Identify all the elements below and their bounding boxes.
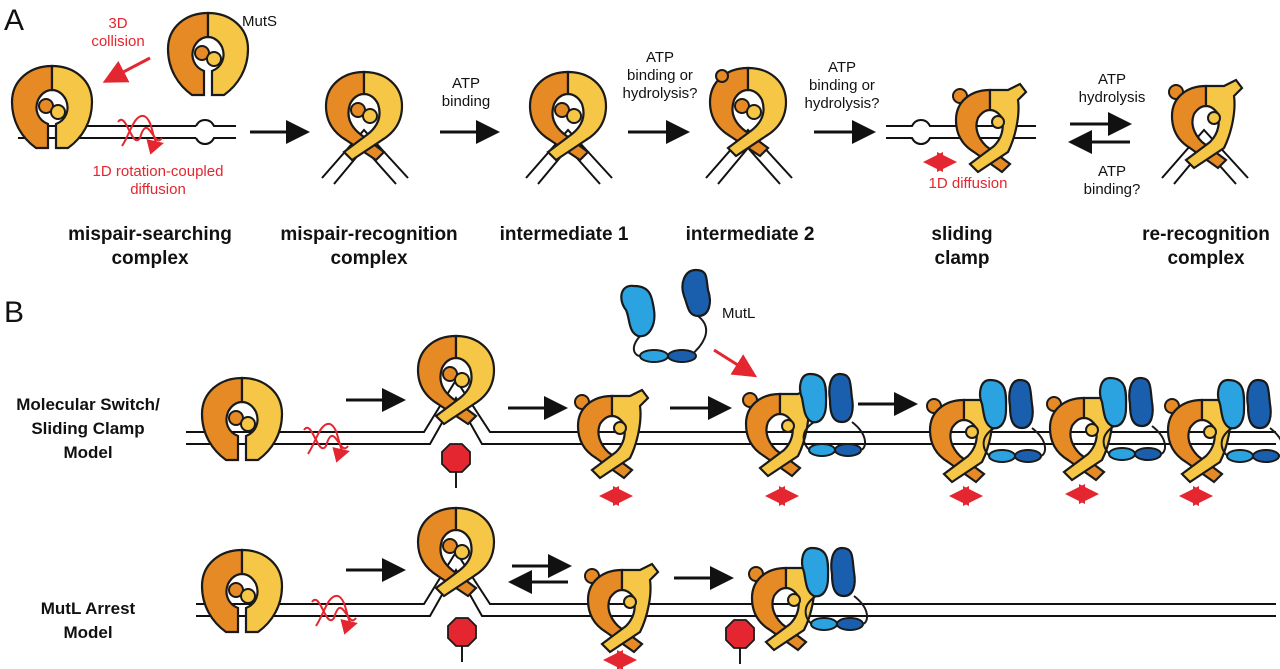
muts-re-recognition (1167, 78, 1244, 170)
stage-1-line1: mispair-searching (68, 224, 232, 245)
muts-label: MutS (242, 13, 277, 30)
mutl-arrow (713, 348, 758, 378)
mispair-stop-row2 (447, 617, 477, 663)
step-2-line2: binding or (809, 77, 875, 94)
mutl-row2-complex (800, 546, 869, 632)
step-1-line2: binding or (627, 67, 693, 84)
panel-letter-b: B (4, 296, 24, 329)
dna-row-2 (196, 550, 1276, 617)
arrest-stop-row2 (725, 619, 755, 665)
stage-6-line1: re-recognition (1142, 224, 1270, 245)
step-1-line3: hydrolysis? (622, 85, 697, 102)
collision-label-line1: 3D (108, 15, 127, 32)
step-3-line2: hydrolysis (1079, 89, 1146, 106)
mutl-free (620, 268, 711, 363)
muts-recognition (324, 70, 404, 162)
muts-row2-search (200, 548, 284, 634)
step-4-line2: binding? (1084, 181, 1141, 198)
rotation-label-line2: diffusion (130, 181, 186, 198)
muts-row1-recognition (416, 334, 496, 426)
step-2-line3: hydrolysis? (804, 95, 879, 112)
muts-searching (10, 64, 94, 150)
model-1-line3: Model (63, 443, 112, 462)
atp-knob (715, 69, 729, 83)
mutl-row1-complex-3 (1098, 376, 1167, 462)
muts-intermediate-1 (528, 70, 608, 162)
step-atp-binding-line1: ATP (452, 75, 480, 92)
helix-row1 (304, 424, 348, 454)
collision-arrow (102, 56, 151, 83)
muts-row2-recognition (416, 506, 496, 598)
rotation-label-line1: 1D rotation-coupled (93, 163, 224, 180)
stage-1-line2: complex (111, 248, 189, 269)
stage-6-line2: complex (1167, 248, 1245, 269)
dna-stage-1 (18, 119, 236, 145)
model-2-line1: MutL Arrest (41, 599, 136, 618)
step-1-line1: ATP (646, 49, 674, 66)
panel-letter-a: A (4, 4, 24, 37)
mutl-label: MutL (722, 305, 755, 322)
stage-5-line2: clamp (935, 248, 990, 269)
mutl-row1-complex-4 (1216, 378, 1280, 464)
model-1-line1: Molecular Switch/ (16, 395, 160, 414)
muts-row1-clamp (573, 388, 650, 480)
model-1-line2: Sliding Clamp (31, 419, 144, 438)
muts-row1-search (200, 376, 284, 462)
stage-5-line1: sliding (931, 224, 992, 245)
rotation-helix (118, 116, 162, 146)
stage-3-line1: intermediate 1 (500, 224, 629, 245)
mutl-row1-complex-2 (978, 378, 1047, 464)
muts-free (166, 11, 250, 97)
step-2-line1: ATP (828, 59, 856, 76)
step-4-line1: ATP (1098, 163, 1126, 180)
collision-label-line2: collision (91, 33, 144, 50)
diffusion-label: 1D diffusion (929, 175, 1008, 192)
mispair-stop-row1 (441, 443, 471, 489)
step-atp-binding-line2: binding (442, 93, 490, 110)
helix-row2 (312, 596, 356, 626)
muts-sliding-clamp (951, 82, 1028, 174)
muts-row2-clamp (583, 562, 660, 654)
dna-stage-5 (886, 119, 1036, 145)
stage-2-line2: complex (330, 248, 408, 269)
stage-2-line1: mispair-recognition (280, 224, 457, 245)
stage-4-line1: intermediate 2 (686, 224, 815, 245)
model-2-line2: Model (63, 623, 112, 642)
step-3-line1: ATP (1098, 71, 1126, 88)
